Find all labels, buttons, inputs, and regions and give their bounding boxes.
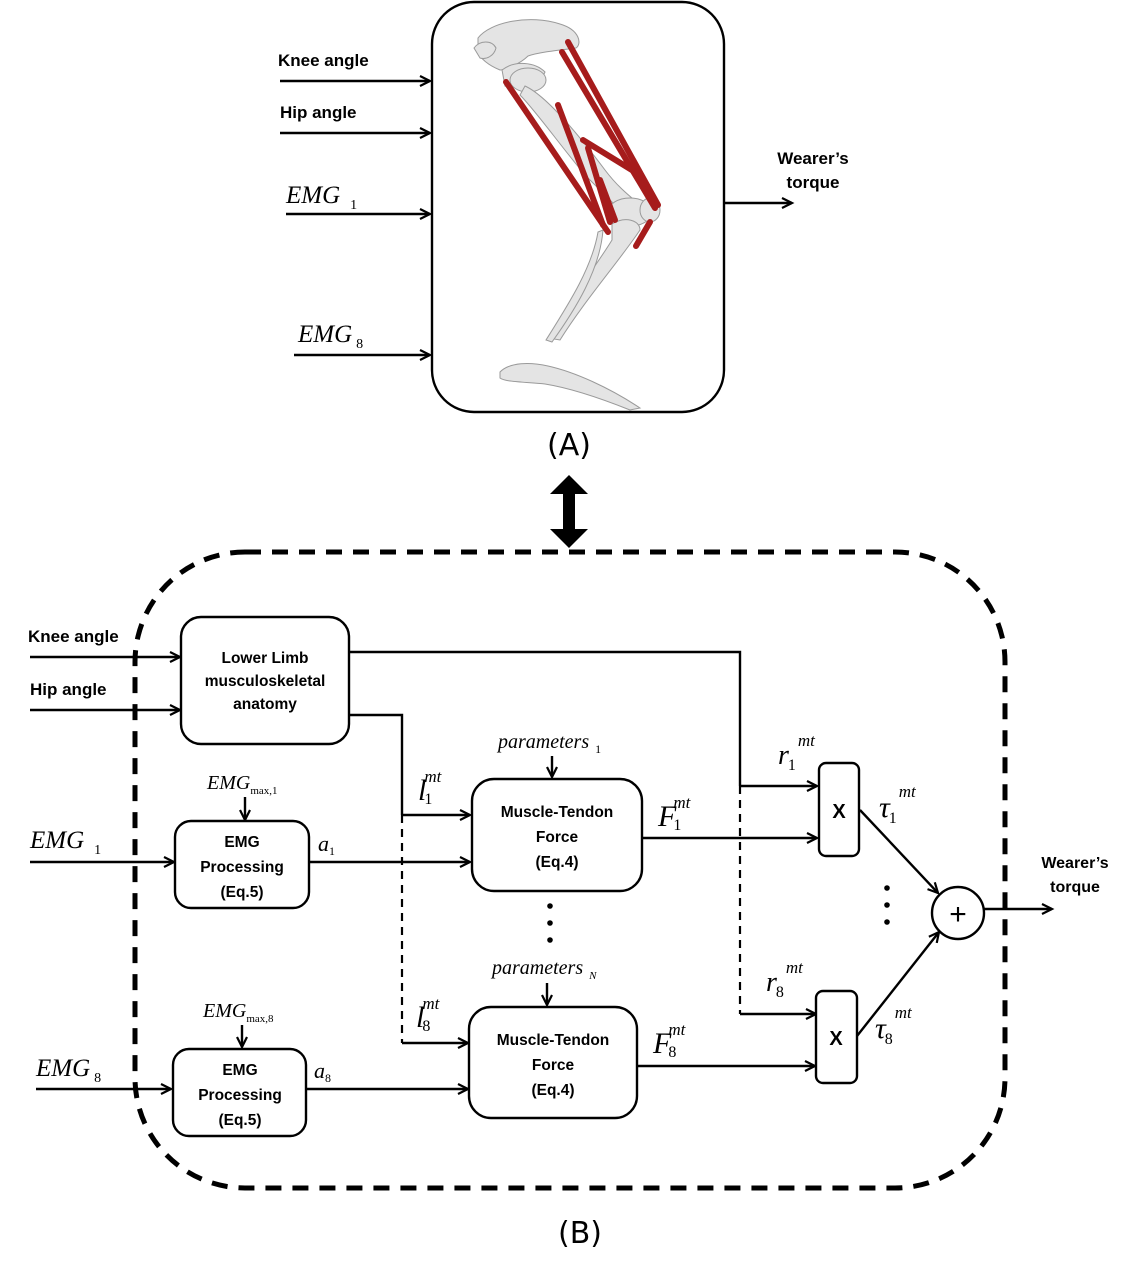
anatomy-block-line1: Lower Limb [222, 650, 309, 667]
model-frame [430, 0, 726, 414]
sum-node [930, 885, 986, 941]
a-label-output-line2: torque [787, 173, 840, 192]
arm-r8-label: r8mt [766, 958, 804, 1001]
ellipsis-dot [547, 920, 553, 926]
anatomy-block-line2: musculoskeletal [205, 673, 326, 690]
length-l1-label: l1mt [418, 767, 443, 808]
b-label-knee-angle: Knee angle [28, 627, 119, 646]
emg-block8-line2: Processing [198, 1087, 282, 1104]
multiply-1-symbol: X [832, 801, 846, 823]
length-l8-label: l8mt [416, 994, 441, 1035]
panel-b: Knee angle Hip angle Lower Limb musculos… [28, 549, 1109, 1251]
emg-block1-line2: Processing [200, 859, 284, 876]
emg-processing-block-8 [171, 1047, 308, 1138]
moment-arm-path [349, 650, 742, 786]
a-label-knee-angle: Knee angle [278, 51, 369, 70]
ellipsis-dot [547, 937, 553, 943]
mt-block1-line3: (Eq.4) [535, 854, 578, 871]
emg-block8-line3: (Eq.5) [218, 1112, 261, 1129]
panel-b-caption: (B) [558, 1216, 602, 1251]
force-f8-label: F8mt [652, 1020, 687, 1061]
torque-tau8-label: τ8mt [875, 1003, 913, 1048]
sum-node-symbol: + [949, 898, 967, 931]
panel-a-caption: (A) [547, 428, 591, 463]
double-arrow-icon [550, 475, 588, 548]
emg-max1-label: EMGmax,1 [206, 772, 278, 797]
ellipsis-dot [884, 919, 890, 925]
b-label-output-line2: torque [1050, 879, 1100, 896]
ellipsis-dot [884, 902, 890, 908]
emg-processing-block-1 [173, 819, 311, 910]
model-boundary-dashed [132, 549, 1008, 1191]
activation-a8-label: a8 [314, 1058, 331, 1085]
ellipsis-dot [547, 903, 553, 909]
force-f1-label: F1mt [657, 793, 692, 834]
emg-block1-line3: (Eq.5) [220, 884, 263, 901]
b-label-output-line1: Wearer’s [1041, 855, 1108, 872]
arrow-tau8-to-sum [856, 930, 941, 1037]
muscle-tendon-block-1 [470, 777, 644, 893]
mt-block8-line2: Force [532, 1057, 575, 1074]
activation-a1-label: a1 [318, 831, 335, 858]
mt-block8-line1: Muscle-Tendon [497, 1032, 610, 1049]
mt-block1-line1: Muscle-Tendon [501, 804, 614, 821]
multiply-block-1 [817, 761, 861, 858]
multiply-block-8 [814, 989, 859, 1085]
mt-block1-line2: Force [536, 829, 579, 846]
b-label-hip-angle: Hip angle [30, 680, 107, 699]
anatomy-block [179, 615, 351, 746]
mt-block8-line3: (Eq.4) [531, 1082, 574, 1099]
muscle-tendon-block-8 [467, 1005, 639, 1120]
emg-block1-line1: EMG [224, 834, 259, 851]
muscle-length-path [349, 713, 404, 815]
lower-limb-model-image [473, 19, 661, 411]
emg-block8-line1: EMG [222, 1062, 257, 1079]
arrow-tau1-to-sum [859, 809, 940, 895]
emg-max8-label: EMGmax,8 [202, 1000, 274, 1025]
a-label-hip-angle: Hip angle [280, 103, 357, 122]
a-label-output-line1: Wearer’s [777, 149, 849, 168]
torque-tau1-label: τ1mt [879, 782, 917, 827]
ellipsis-dot [884, 885, 890, 891]
multiply-8-symbol: X [829, 1028, 843, 1050]
arm-r1-label: r1mt [778, 731, 816, 774]
anatomy-block-line3: anatomy [233, 696, 297, 713]
